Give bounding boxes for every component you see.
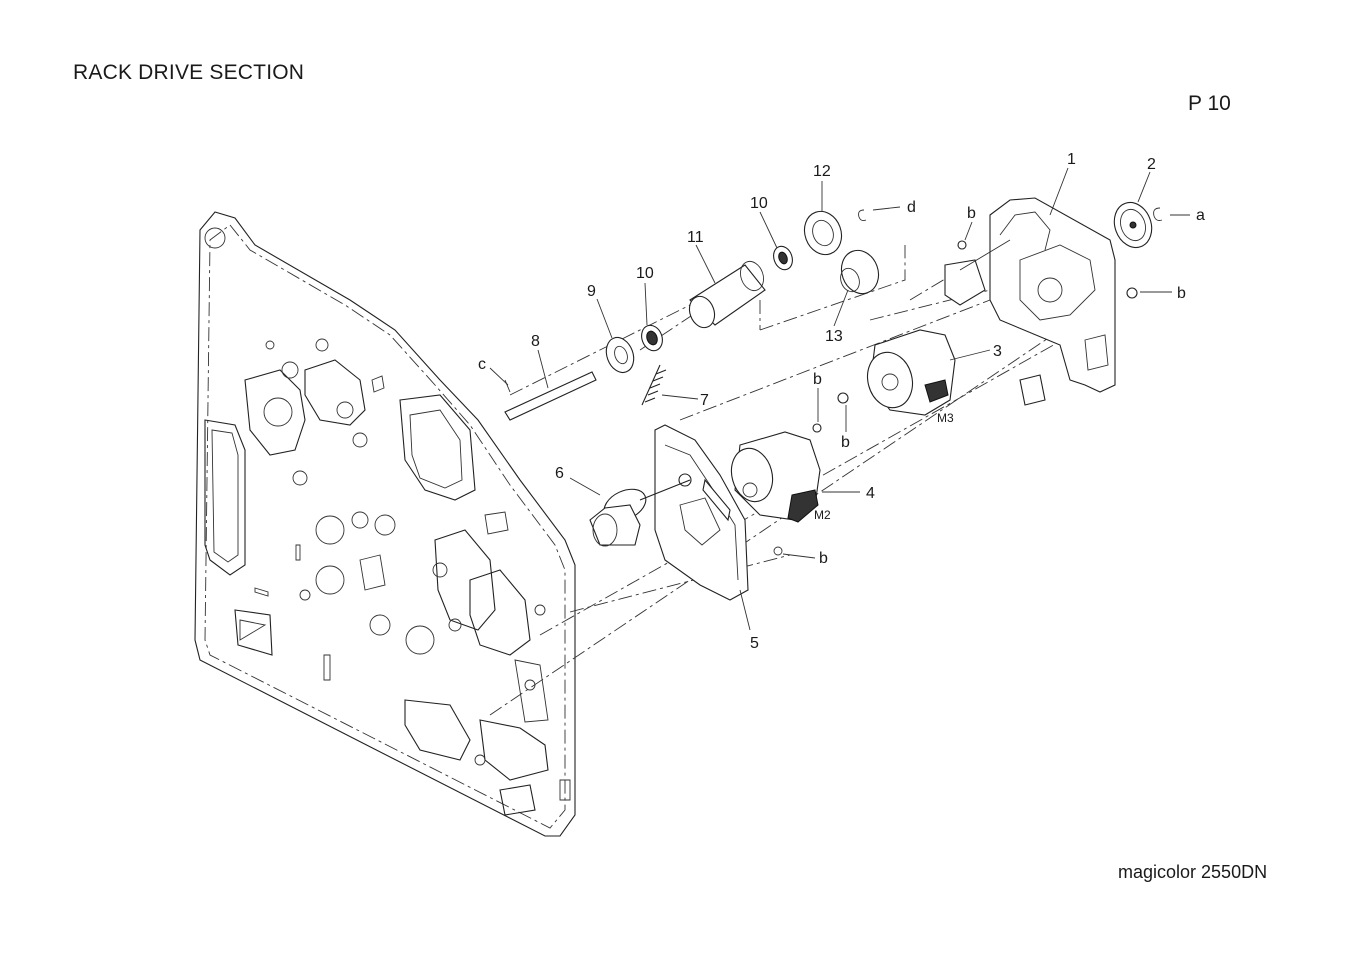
callout-b-motor3: b xyxy=(841,434,850,451)
part-10-bearings xyxy=(641,245,793,352)
callout-5: 5 xyxy=(750,635,759,652)
callout-10-left: 10 xyxy=(636,265,654,282)
part-2-gear xyxy=(1113,201,1163,249)
part-1-rear-bracket xyxy=(944,197,1116,406)
callout-c: c xyxy=(478,356,486,373)
part-5-motor-bracket xyxy=(654,424,783,601)
callout-3: 3 xyxy=(993,343,1002,360)
part-12-gear xyxy=(803,209,867,256)
part-13-gear xyxy=(840,249,880,295)
callout-labels: 1 2 a d b b 3 b b 4 b 5 6 7 8 c 9 10 11 … xyxy=(478,151,1205,652)
callout-8: 8 xyxy=(531,333,540,350)
leader-lines xyxy=(489,167,1190,631)
part-8-shaft xyxy=(504,371,597,421)
part-7-spring xyxy=(641,364,667,406)
page-number: P 10 xyxy=(1188,92,1231,115)
motor-label-m3: M3 xyxy=(937,411,954,425)
callout-b-motor2: b xyxy=(813,371,822,388)
callout-1: 1 xyxy=(1067,151,1076,168)
motor-label-m2: M2 xyxy=(814,508,831,522)
callout-d: d xyxy=(907,199,916,216)
page-title: RACK DRIVE SECTION xyxy=(73,61,305,84)
callout-a: a xyxy=(1196,207,1205,224)
callout-11: 11 xyxy=(687,229,704,246)
callout-b-bracket: b xyxy=(819,550,828,567)
callout-7: 7 xyxy=(700,392,709,409)
part-3-motor-m3 xyxy=(837,329,956,416)
callout-10-right: 10 xyxy=(750,195,768,212)
callout-12: 12 xyxy=(813,163,831,180)
callout-b-top: b xyxy=(967,205,976,222)
screws xyxy=(957,240,1138,299)
part-9-gear xyxy=(605,336,635,374)
callout-6: 6 xyxy=(555,465,564,482)
callout-13: 13 xyxy=(825,328,843,345)
callout-b-right: b xyxy=(1177,285,1186,302)
side-frame-plate xyxy=(194,211,576,837)
callout-9: 9 xyxy=(587,283,596,300)
part-4-motor-m2 xyxy=(730,423,822,523)
callout-2: 2 xyxy=(1147,156,1156,173)
part-6-gear-assembly xyxy=(589,479,691,547)
callout-4: 4 xyxy=(866,485,875,502)
part-11-sleeve xyxy=(688,260,766,329)
model-name: magicolor 2550DN xyxy=(1118,862,1268,882)
